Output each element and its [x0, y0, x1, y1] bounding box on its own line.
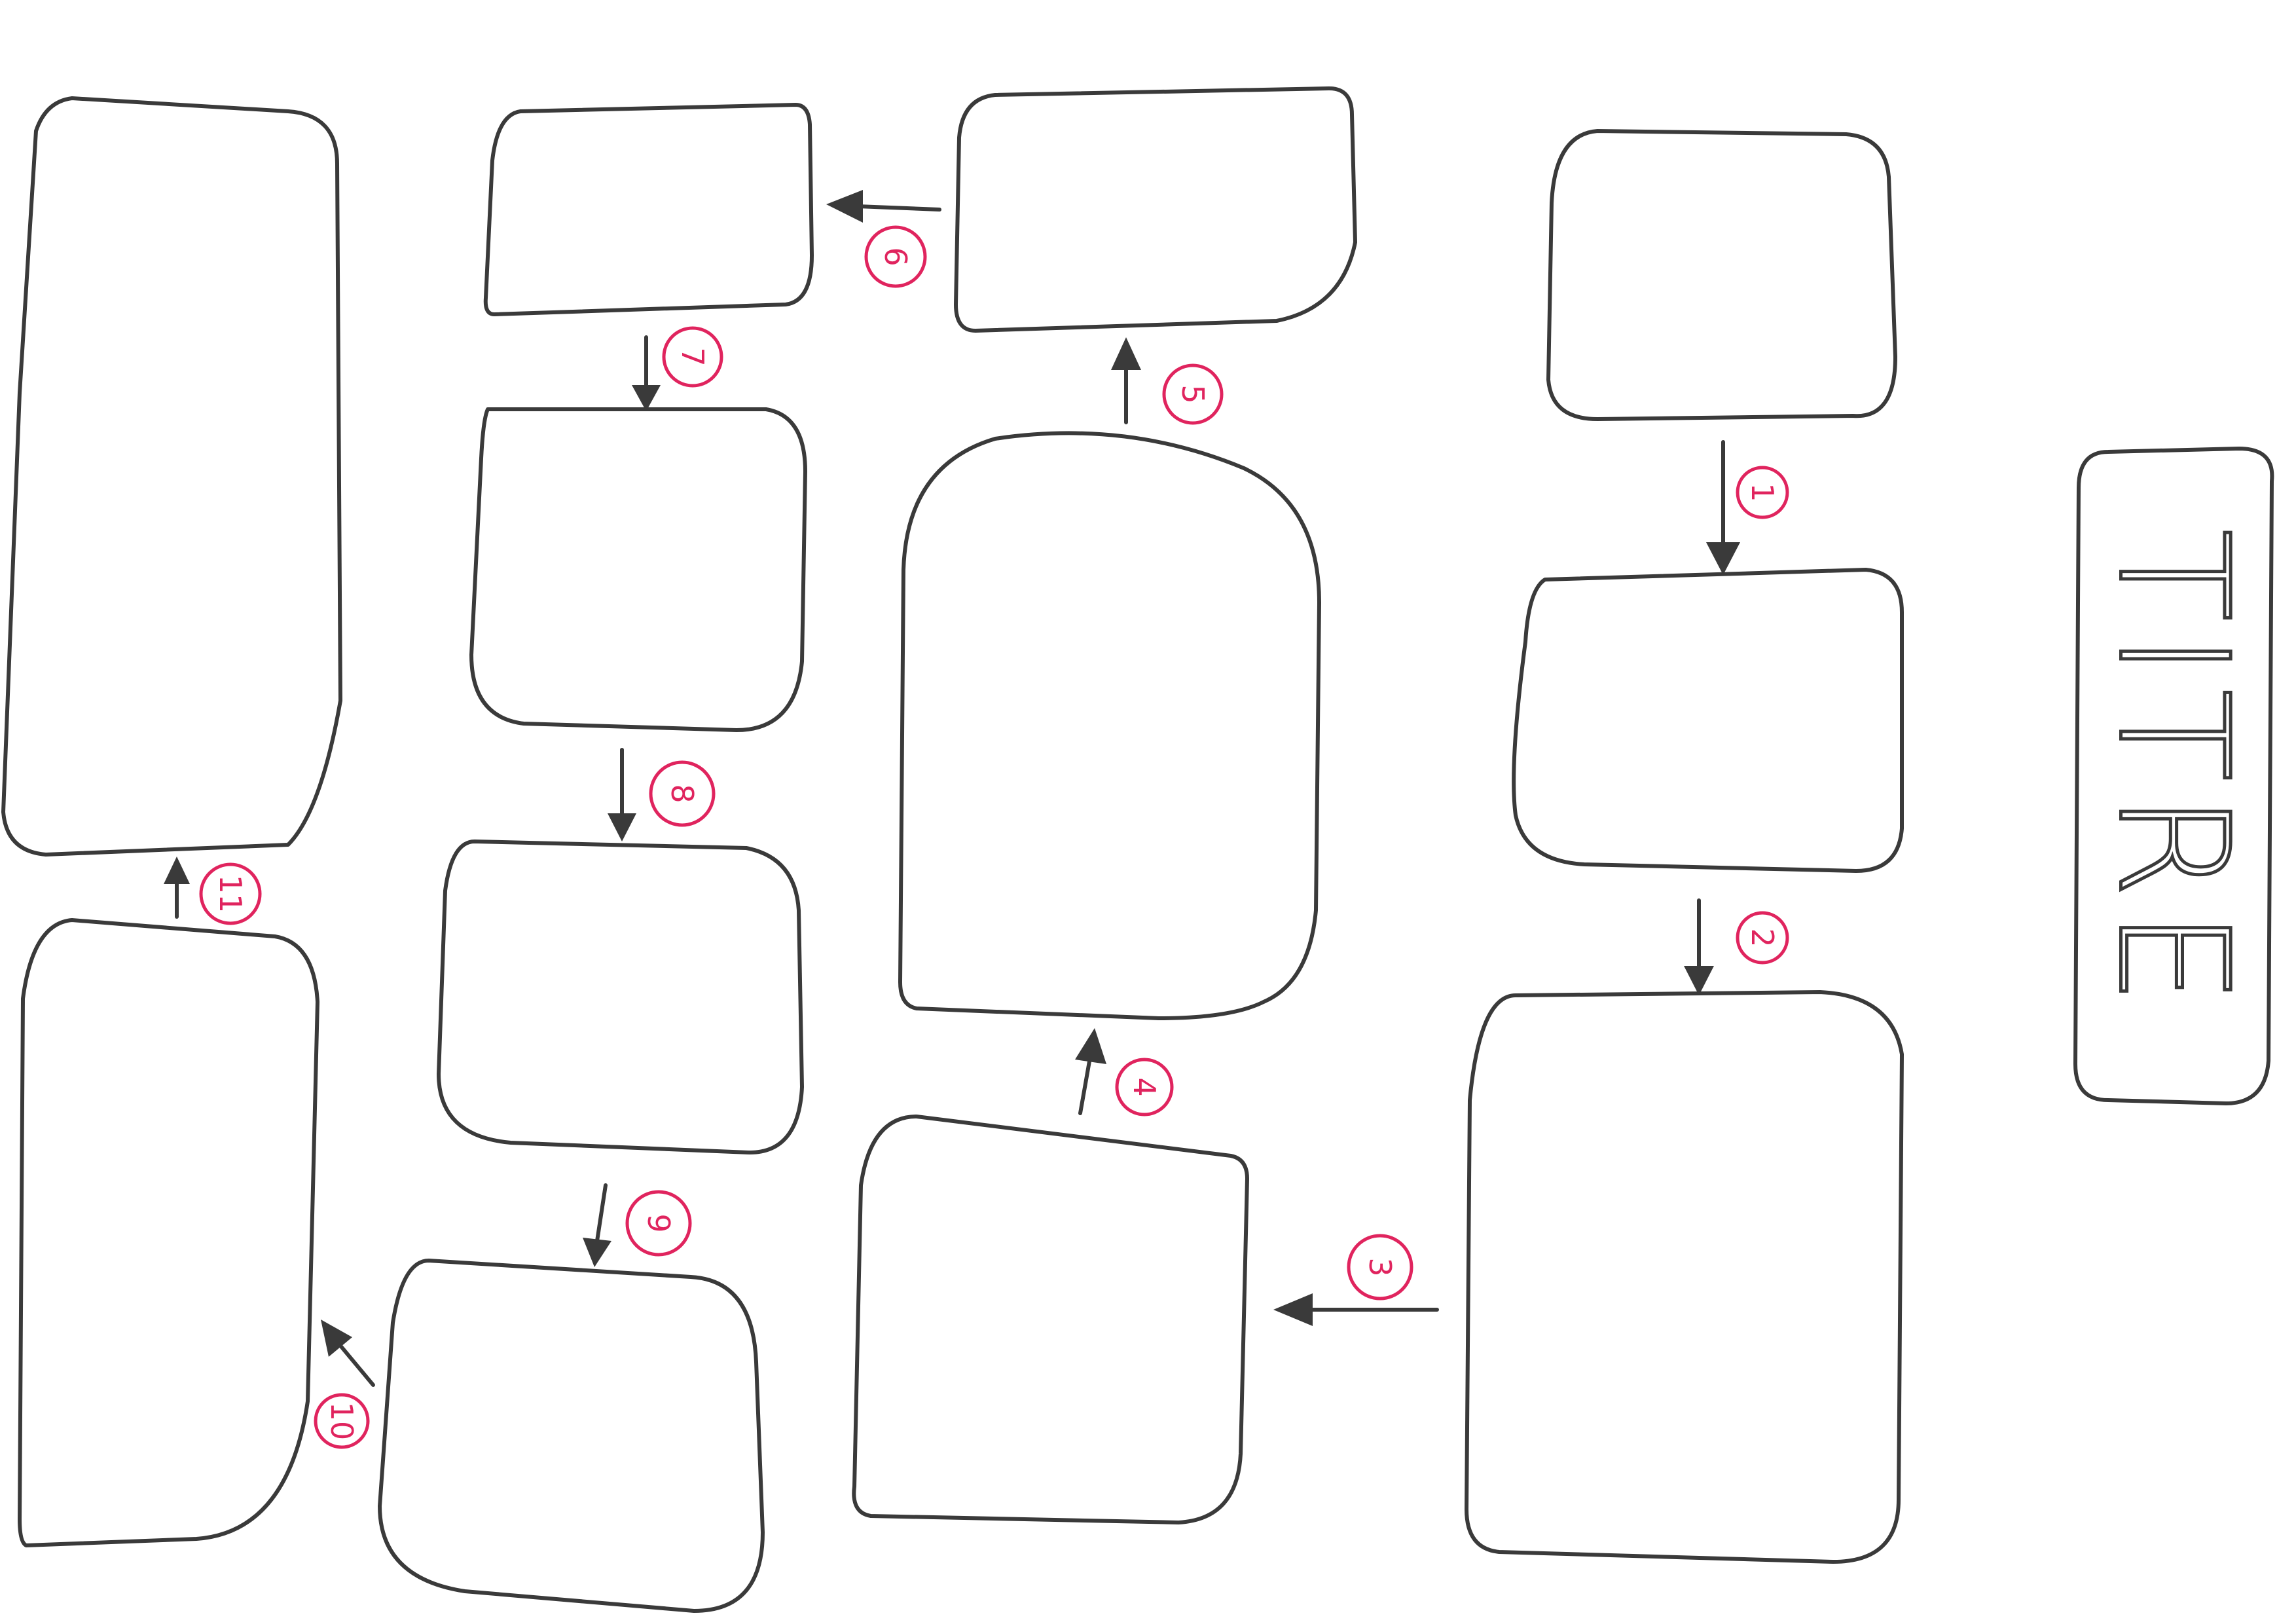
step-badge-1: 1 — [1736, 466, 1789, 519]
arrow — [856, 204, 941, 212]
diagram-box — [483, 103, 814, 316]
step-ring — [1347, 1234, 1413, 1301]
step-number: 6 — [878, 247, 913, 266]
step-badge-2: 2 — [1736, 911, 1789, 965]
step-badge-11: 11 — [199, 862, 262, 925]
step-ring — [1736, 466, 1789, 519]
arrowhead — [321, 1320, 352, 1357]
arrowhead — [1273, 1293, 1313, 1326]
step-ring — [864, 225, 927, 288]
diagram-box — [469, 407, 807, 732]
step-number: 8 — [665, 784, 700, 803]
arrowhead — [608, 813, 636, 841]
step-ring — [314, 1393, 370, 1449]
step-badge-6: 6 — [864, 225, 927, 288]
step-badge-3: 3 — [1347, 1234, 1413, 1301]
arrowhead — [1706, 542, 1740, 575]
step-number: 3 — [1362, 1257, 1398, 1276]
diagram-box — [898, 431, 1321, 1020]
arrowhead — [583, 1238, 611, 1267]
step-badge-10: 10 — [314, 1393, 370, 1449]
title-text: TITRE — [2085, 529, 2260, 1016]
step-ring — [1162, 363, 1224, 425]
step-ring — [662, 326, 723, 388]
step-number: 1 — [1745, 483, 1780, 502]
step-badge-5: 5 — [1162, 363, 1224, 425]
step-number: 4 — [1127, 1077, 1162, 1096]
step-ring — [199, 862, 262, 925]
step-number: 9 — [641, 1213, 676, 1232]
step-number: 5 — [1175, 384, 1211, 403]
step-badges: 1 2 3 4 5 6 7 8 — [199, 225, 1789, 1449]
step-number: 2 — [1745, 928, 1780, 947]
diagram-box — [18, 918, 319, 1547]
arrowhead — [632, 385, 661, 411]
step-number: 10 — [324, 1402, 359, 1441]
step-ring — [1736, 911, 1789, 965]
step-ring — [649, 760, 716, 827]
flow-arrows — [164, 190, 1740, 1387]
step-ring — [1115, 1058, 1174, 1116]
diagram-box — [1465, 990, 1904, 1564]
step-number: 7 — [675, 347, 710, 366]
step-badge-7: 7 — [662, 326, 723, 388]
diagram-box — [954, 86, 1357, 333]
title-box: TITRE — [2073, 447, 2274, 1105]
arrowhead — [164, 857, 190, 884]
step-ring — [625, 1190, 692, 1257]
diagram-box — [1546, 129, 1897, 421]
arrow — [338, 1344, 375, 1387]
diagram-box — [378, 1259, 765, 1613]
diagram-box — [1, 96, 342, 857]
step-badge-4: 4 — [1115, 1058, 1174, 1116]
arrowhead — [1075, 1028, 1106, 1064]
arrow — [595, 1183, 608, 1243]
step-badge-8: 8 — [649, 760, 716, 827]
arrowhead — [1111, 337, 1141, 370]
step-badge-9: 9 — [625, 1190, 692, 1257]
step-number: 11 — [213, 875, 248, 913]
arrowhead — [1684, 966, 1714, 995]
arrowhead — [826, 190, 863, 223]
diagram-box — [437, 840, 804, 1154]
diagram-box — [852, 1115, 1249, 1524]
diagram-box — [1512, 568, 1904, 873]
arrow — [1078, 1056, 1092, 1115]
